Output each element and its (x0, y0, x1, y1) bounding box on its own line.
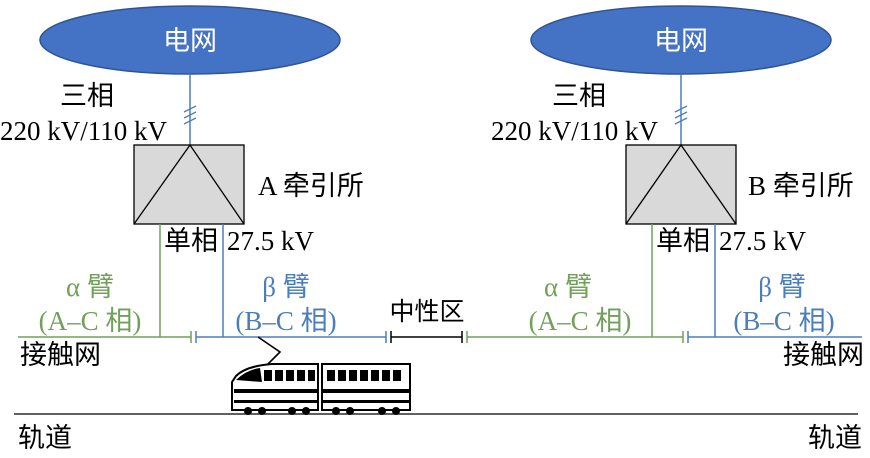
voltage-b: 27.5 kV (719, 226, 807, 256)
substation-b-label: B 牵引所 (748, 171, 854, 201)
alpha-arm-phase-right: (A–C 相) (529, 306, 632, 336)
beta-arm-phase-right: (B–C 相) (733, 306, 834, 336)
catenary-label-left: 接触网 (20, 340, 101, 370)
three-phase-mark-b (674, 105, 688, 125)
neutral-zone-label: 中性区 (389, 298, 464, 326)
alpha-arm-label-left: α 臂 (66, 272, 114, 302)
grid-label-a: 电网 (163, 26, 217, 56)
substation-b-box (625, 144, 737, 225)
phase-label-a-1: 三相 (60, 81, 114, 111)
catenary-label-right: 接触网 (783, 340, 864, 370)
beta-arm-phase-left: (B–C 相) (235, 306, 336, 336)
phase-label-b-1: 三相 (552, 81, 606, 111)
beta-arm-label-right: β 臂 (758, 272, 806, 302)
phase-label-a-2: 220 kV/110 kV (0, 116, 167, 146)
grid-label-b: 电网 (654, 26, 708, 56)
voltage-a: 27.5 kV (227, 226, 315, 256)
substation-a-box (133, 144, 245, 225)
train-icon (231, 336, 411, 415)
track-label-right: 轨道 (808, 423, 862, 453)
three-phase-mark-a (183, 105, 197, 125)
track-label-left: 轨道 (18, 423, 72, 453)
alpha-arm-phase-left: (A–C 相) (39, 306, 142, 336)
beta-arm-label-left: β 臂 (262, 272, 310, 302)
phase-label-b-2: 220 kV/110 kV (491, 116, 658, 146)
single-phase-a: 单相 (164, 226, 218, 256)
alpha-arm-label-right: α 臂 (544, 272, 592, 302)
substation-a-label: A 牵引所 (258, 171, 364, 201)
substation-b-triangle (625, 143, 737, 225)
section-insulators (190, 331, 689, 343)
single-phase-b: 单相 (656, 226, 710, 256)
substation-a-triangle (133, 143, 245, 225)
